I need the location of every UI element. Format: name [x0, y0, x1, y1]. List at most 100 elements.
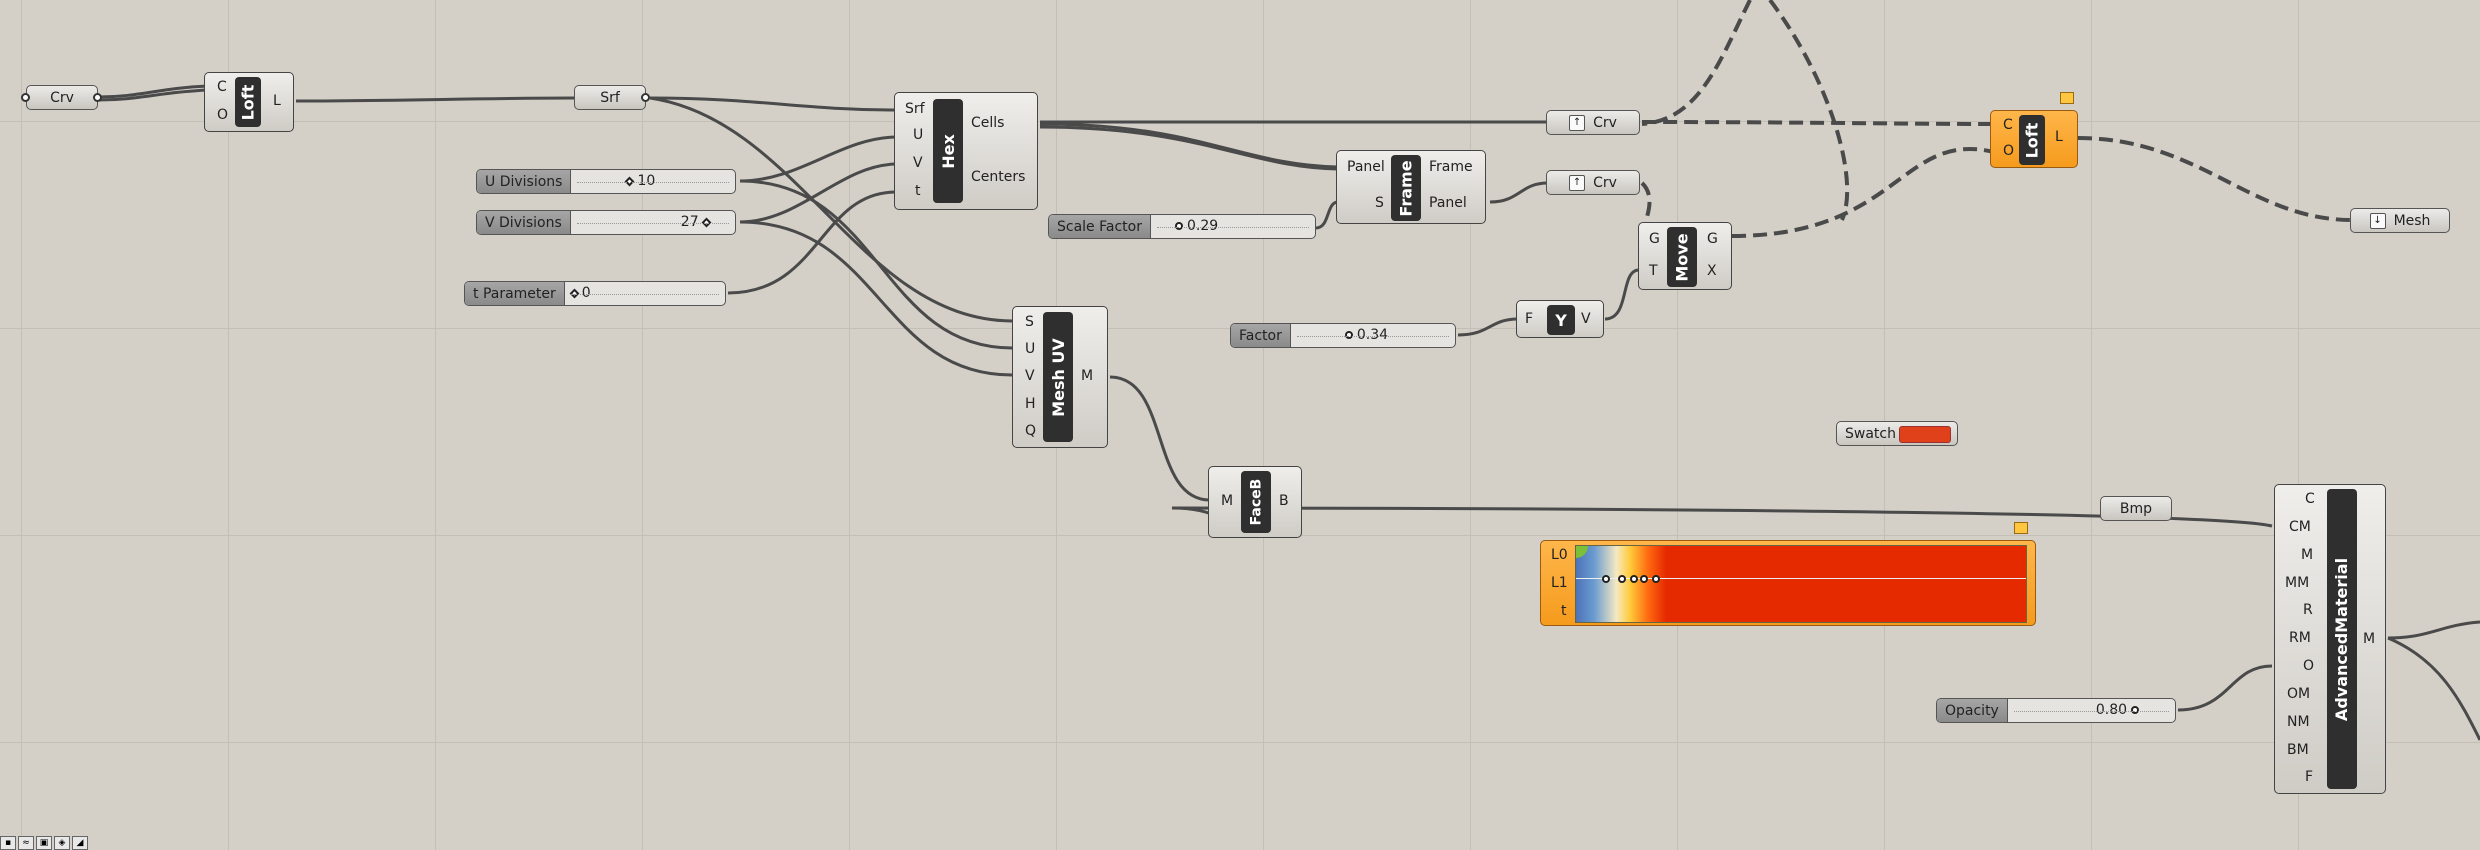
toolbar-icon-4[interactable]: ◈	[54, 836, 70, 850]
v-divisions-label: V Divisions	[477, 211, 571, 234]
hex-component[interactable]: Srf U V t Hex Cells Centers	[894, 92, 1038, 210]
surface-param-output-port[interactable]	[641, 93, 650, 102]
gradient-component[interactable]: L0 L1 t	[1540, 540, 2036, 626]
toolbar-icon-1[interactable]: ▪	[0, 836, 16, 850]
wire-meshuv-faceb	[1109, 375, 1211, 502]
opacity-track[interactable]: 0.80	[2008, 699, 2175, 722]
unit-y-component[interactable]: F Y V	[1516, 300, 1604, 338]
advanced-material-component[interactable]: C CM M MM R RM O OM NM BM F AdvancedMate…	[2274, 484, 2386, 794]
swatch-label: Swatch	[1845, 425, 1896, 442]
mesh-uv-component[interactable]: S U V H Q Mesh UV M	[1012, 306, 1108, 448]
bitmap-param[interactable]: Bmp	[2100, 496, 2172, 521]
opacity-slider[interactable]: Opacity 0.80	[1936, 698, 2176, 723]
color-swatch[interactable]: Swatch	[1836, 421, 1958, 446]
loft2-input-o: O	[2003, 143, 2015, 159]
gradient-midline	[1576, 578, 2026, 579]
faceb-input-m: M	[1221, 493, 1234, 509]
hex-output-cells: Cells	[971, 115, 1005, 131]
wire-material-out-2	[2387, 636, 2480, 741]
curve-relay-label: Crv	[1593, 114, 1617, 131]
wire-udiv-hex	[739, 135, 897, 183]
v-divisions-slider[interactable]: V Divisions 27	[476, 210, 736, 235]
scale-factor-label: Scale Factor	[1049, 215, 1151, 238]
curve-param-output-port[interactable]	[93, 93, 102, 102]
material-input-r: R	[2303, 602, 2313, 618]
wire-srf-hex	[649, 96, 897, 112]
factor-label: Factor	[1231, 324, 1291, 347]
slider-grip-icon[interactable]	[2131, 706, 2140, 714]
scale-factor-slider[interactable]: Scale Factor 0.29	[1048, 214, 1316, 239]
slider-grip-icon[interactable]	[1344, 331, 1353, 339]
slider-grip-icon[interactable]	[569, 288, 580, 298]
loft-component-selected[interactable]: C O Loft L	[1990, 110, 2078, 168]
t-parameter-track[interactable]: 0	[565, 282, 725, 305]
slider-grip-icon[interactable]	[625, 176, 635, 186]
material-output-m: M	[2363, 631, 2376, 647]
swatch-color-box[interactable]	[1899, 426, 1951, 443]
arrow-down-icon: ↓	[2369, 212, 2386, 229]
faceb-component[interactable]: M FaceB B	[1208, 466, 1302, 538]
wire-hex-frame	[1039, 122, 1339, 169]
gradient-grip-icon[interactable]	[1602, 575, 1610, 583]
move-caption: Move	[1667, 227, 1697, 287]
gradient-input-l0: L0	[1551, 547, 1568, 563]
slider-grip-icon[interactable]	[701, 217, 712, 227]
toolbar-icon-5[interactable]: ◢	[72, 836, 88, 850]
wire-vdiv-hex	[739, 162, 897, 224]
faceb-output-b: B	[1279, 493, 1289, 509]
hex-caption: Hex	[933, 99, 963, 203]
wire-loft2-mesh	[2077, 136, 2353, 222]
v-divisions-track[interactable]: 27	[571, 211, 735, 234]
toolbar-icon-3[interactable]: ▣	[36, 836, 52, 850]
surface-param-label: Srf	[600, 89, 620, 106]
bitmap-param-label: Bmp	[2119, 500, 2153, 517]
loft2-caption: Loft	[2019, 115, 2045, 165]
faceb-caption: FaceB	[1241, 471, 1271, 533]
loft-caption: Loft	[235, 77, 261, 127]
mesh-param[interactable]: ↓ Mesh	[2350, 208, 2450, 233]
material-input-om: OM	[2287, 686, 2311, 702]
gradient-grip-icon[interactable]	[1630, 575, 1638, 583]
frame-component[interactable]: Panel S Frame Frame Panel	[1336, 150, 1486, 224]
move-component[interactable]: G T Move G X	[1638, 222, 1732, 290]
t-parameter-slider[interactable]: t Parameter 0	[464, 281, 726, 306]
curve-param-input-port[interactable]	[21, 93, 30, 102]
toolbar-icon-2[interactable]: ≈	[18, 836, 34, 850]
factor-value: 0.34	[1356, 327, 1389, 343]
hex-output-centers: Centers	[971, 169, 1026, 185]
opacity-label: Opacity	[1937, 699, 2008, 722]
curve-relay-param-2[interactable]: ↑ Crv	[1546, 170, 1640, 195]
arrow-up-icon: ↑	[1569, 174, 1586, 191]
loft-component[interactable]: C O Loft L	[204, 72, 294, 132]
material-input-m: M	[2301, 547, 2314, 563]
move-input-t: T	[1649, 263, 1658, 279]
gradient-grip-icon[interactable]	[1652, 575, 1660, 583]
gradient-grip-icon[interactable]	[1618, 575, 1626, 583]
wire-frame-crv3	[1489, 181, 1549, 204]
move-input-g: G	[1649, 231, 1660, 247]
gradient-ramp[interactable]	[1575, 545, 2027, 623]
factor-track[interactable]: 0.34	[1291, 324, 1455, 347]
u-divisions-track[interactable]: 10	[571, 170, 735, 193]
surface-param[interactable]: Srf	[574, 85, 646, 110]
gradient-grip-icon[interactable]	[1640, 575, 1648, 583]
wire-crv-loft	[97, 84, 209, 99]
u-divisions-slider[interactable]: U Divisions 10	[476, 169, 736, 194]
material-input-c: C	[2305, 491, 2315, 507]
curve-param[interactable]: Crv	[26, 85, 98, 110]
material-input-mm: MM	[2285, 575, 2310, 591]
meshuv-input-q: Q	[1025, 423, 1037, 439]
hex-input-t: t	[915, 183, 921, 199]
y-output-v: V	[1581, 311, 1591, 327]
meshuv-input-u: U	[1025, 341, 1036, 357]
factor-slider[interactable]: Factor 0.34	[1230, 323, 1456, 348]
hex-input-v: V	[913, 155, 923, 171]
preview-flag-icon	[2014, 522, 2028, 534]
slider-grip-icon[interactable]	[1174, 222, 1183, 230]
curve-relay-param[interactable]: ↑ Crv	[1546, 110, 1640, 135]
material-input-nm: NM	[2287, 714, 2310, 730]
u-divisions-value: 10	[637, 173, 656, 189]
scale-factor-track[interactable]: 0.29	[1151, 215, 1315, 238]
wire-top-2	[1768, 0, 1850, 221]
